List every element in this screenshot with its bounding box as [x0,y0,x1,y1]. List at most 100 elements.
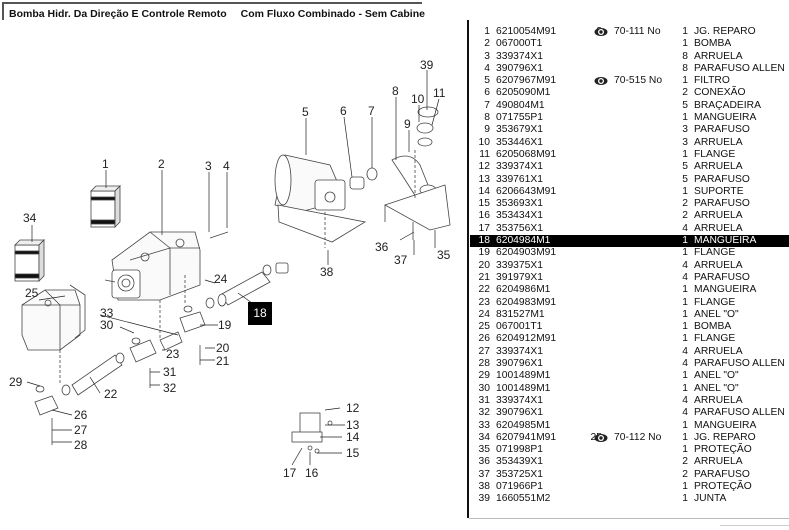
parts-row[interactable]: 37 353725X1 2 PARAFUSO [470,469,789,481]
parts-row[interactable]: 26 6204912M91 1 FLANGE [470,333,789,345]
callout-1[interactable]: 1 [102,157,109,171]
parts-row[interactable]: 7 490804M1 5 BRAÇADEIRA [470,100,789,112]
callout-27[interactable]: 27 [74,423,88,437]
callout-31[interactable]: 31 [163,365,177,379]
callout-22[interactable]: 22 [104,387,118,401]
item-number: 5 [484,75,490,87]
parts-row[interactable]: 16 353434X1 2 ARRUELA [470,210,789,222]
callout-20[interactable]: 20 [216,341,230,355]
callout-5[interactable]: 5 [302,105,309,119]
flange-23-drawing [129,339,157,363]
parts-row[interactable]: 35 071998P1 1 PROTEÇÃO [470,444,789,456]
callout-25[interactable]: 25 [25,286,39,300]
part-description: MANGUEIRA [694,284,757,296]
callout-18-highlighted[interactable]: 18 [248,302,272,325]
parts-row[interactable]: 13 339761X1 5 PARAFUSO [470,174,789,186]
parts-row[interactable]: 32 390796X1 4 PARAFUSO ALLEN [470,407,789,419]
item-number: 28 [478,358,490,370]
parts-row[interactable]: 5 6207967M91 70-515 No 1 FILTRO [470,75,789,87]
parts-row[interactable]: 24 831527M1 1 ANEL "O" [470,309,789,321]
callout-33[interactable]: 33 [100,306,114,320]
callout-3[interactable]: 3 [205,159,212,173]
callout-36[interactable]: 36 [375,240,389,254]
callout-21[interactable]: 21 [216,354,230,368]
callout-26[interactable]: 26 [74,408,88,422]
eye-icon[interactable] [594,75,608,87]
item-number: 18 [478,235,490,247]
parts-row[interactable]: 14 6206643M91 1 SUPORTE [470,186,789,198]
parts-row[interactable]: 21 391979X1 4 PARAFUSO [470,272,789,284]
callout-30[interactable]: 30 [100,318,114,332]
part-number: 6207967M91 [496,75,557,87]
parts-row[interactable]: 18 6204984M1 1 MANGUEIRA [470,235,789,248]
callout-2[interactable]: 2 [158,157,165,171]
part-number: 6204985M1 [496,419,551,431]
item-number: 17 [478,222,490,234]
parts-row[interactable]: 10 353446X1 3 ARRUELA [470,137,789,149]
callout-19[interactable]: 19 [218,318,232,332]
parts-row[interactable]: 11 6205068M91 1 FLANGE [470,149,789,161]
parts-row[interactable]: 29 1001489M1 1 ANEL "O" [470,370,789,382]
callout-13[interactable]: 13 [346,418,360,432]
callout-9[interactable]: 9 [404,117,411,131]
parts-row[interactable]: 4 390796X1 8 PARAFUSO ALLEN [470,63,789,75]
quantity: 2 [682,468,688,480]
part-description: FILTRO [694,75,730,87]
item-number: 2 [484,38,490,50]
parts-row[interactable]: 34 6207941M91 25 70-112 No 1 JG. REPARO [470,432,789,444]
parts-row[interactable]: 39 1660551M2 1 JUNTA [470,493,789,505]
parts-row[interactable]: 33 6204985M1 1 MANGUEIRA [470,420,789,432]
parts-row[interactable]: 8 071755P1 1 MANGUEIRA [470,112,789,124]
callout-8[interactable]: 8 [392,84,399,98]
callout-7[interactable]: 7 [368,104,375,118]
callout-24[interactable]: 24 [214,272,228,286]
item-number: 25 [478,321,490,333]
eye-icon[interactable] [594,432,608,444]
parts-row[interactable]: 9 353679X1 3 PARAFUSO [470,124,789,136]
callout-34[interactable]: 34 [23,211,37,225]
parts-row[interactable]: 23 6204983M91 1 FLANGE [470,297,789,309]
quantity: 4 [682,345,688,357]
callout-29[interactable]: 29 [9,375,23,389]
parts-row[interactable]: 38 071966P1 1 PROTEÇÃO [470,481,789,493]
callout-11[interactable]: 11 [433,86,446,100]
callout-23[interactable]: 23 [166,347,180,361]
callout-12[interactable]: 12 [346,401,360,415]
parts-row[interactable]: 15 353693X1 2 PARAFUSO [470,198,789,210]
callout-28[interactable]: 28 [74,438,88,452]
eye-icon[interactable] [594,26,608,38]
parts-row[interactable]: 6 6205090M1 2 CONEXÃO [470,87,789,99]
callout-6[interactable]: 6 [340,104,347,118]
callout-35[interactable]: 35 [437,248,451,262]
item-number: 12 [478,161,490,173]
item-number: 10 [478,136,490,148]
parts-row[interactable]: 28 390796X1 4 PARAFUSO ALLEN [470,358,789,370]
parts-row[interactable]: 30 1001489M1 1 ANEL "O" [470,383,789,395]
parts-row[interactable]: 20 339375X1 4 ARRUELA [470,260,789,272]
callout-39[interactable]: 39 [420,58,434,72]
parts-row[interactable]: 1 6210054M91 2 70-111 No 1 JG. REPARO [470,26,789,38]
parts-row[interactable]: 22 6204986M1 1 MANGUEIRA [470,284,789,296]
quantity: 1 [682,370,688,382]
parts-row[interactable]: 3 339374X1 8 ARRUELA [470,51,789,63]
callout-10[interactable]: 10 [411,92,425,106]
callout-4[interactable]: 4 [223,159,230,173]
parts-row[interactable]: 2 067000T1 1 BOMBA [470,38,789,50]
parts-row[interactable]: 17 353756X1 4 ARRUELA [470,223,789,235]
parts-row[interactable]: 31 339374X1 4 ARRUELA [470,395,789,407]
parts-row[interactable]: 19 6204903M91 1 FLANGE [470,247,789,259]
callout-32[interactable]: 32 [163,381,177,395]
item-number: 21 [478,271,490,283]
callout-17[interactable]: 17 [283,466,297,480]
callout-37[interactable]: 37 [394,253,408,267]
parts-row[interactable]: 25 067001T1 1 BOMBA [470,321,789,333]
parts-row[interactable]: 12 339374X1 5 ARRUELA [470,161,789,173]
part-description: PARAFUSO ALLEN [694,407,785,419]
callout-16[interactable]: 16 [305,466,319,480]
callout-15[interactable]: 15 [346,446,360,460]
parts-row[interactable]: 36 353439X1 2 ARRUELA [470,456,789,468]
parts-row[interactable]: 27 339374X1 4 ARRUELA [470,346,789,358]
part-description: PARAFUSO [694,124,750,136]
callout-38[interactable]: 38 [320,265,334,279]
callout-14[interactable]: 14 [346,430,360,444]
